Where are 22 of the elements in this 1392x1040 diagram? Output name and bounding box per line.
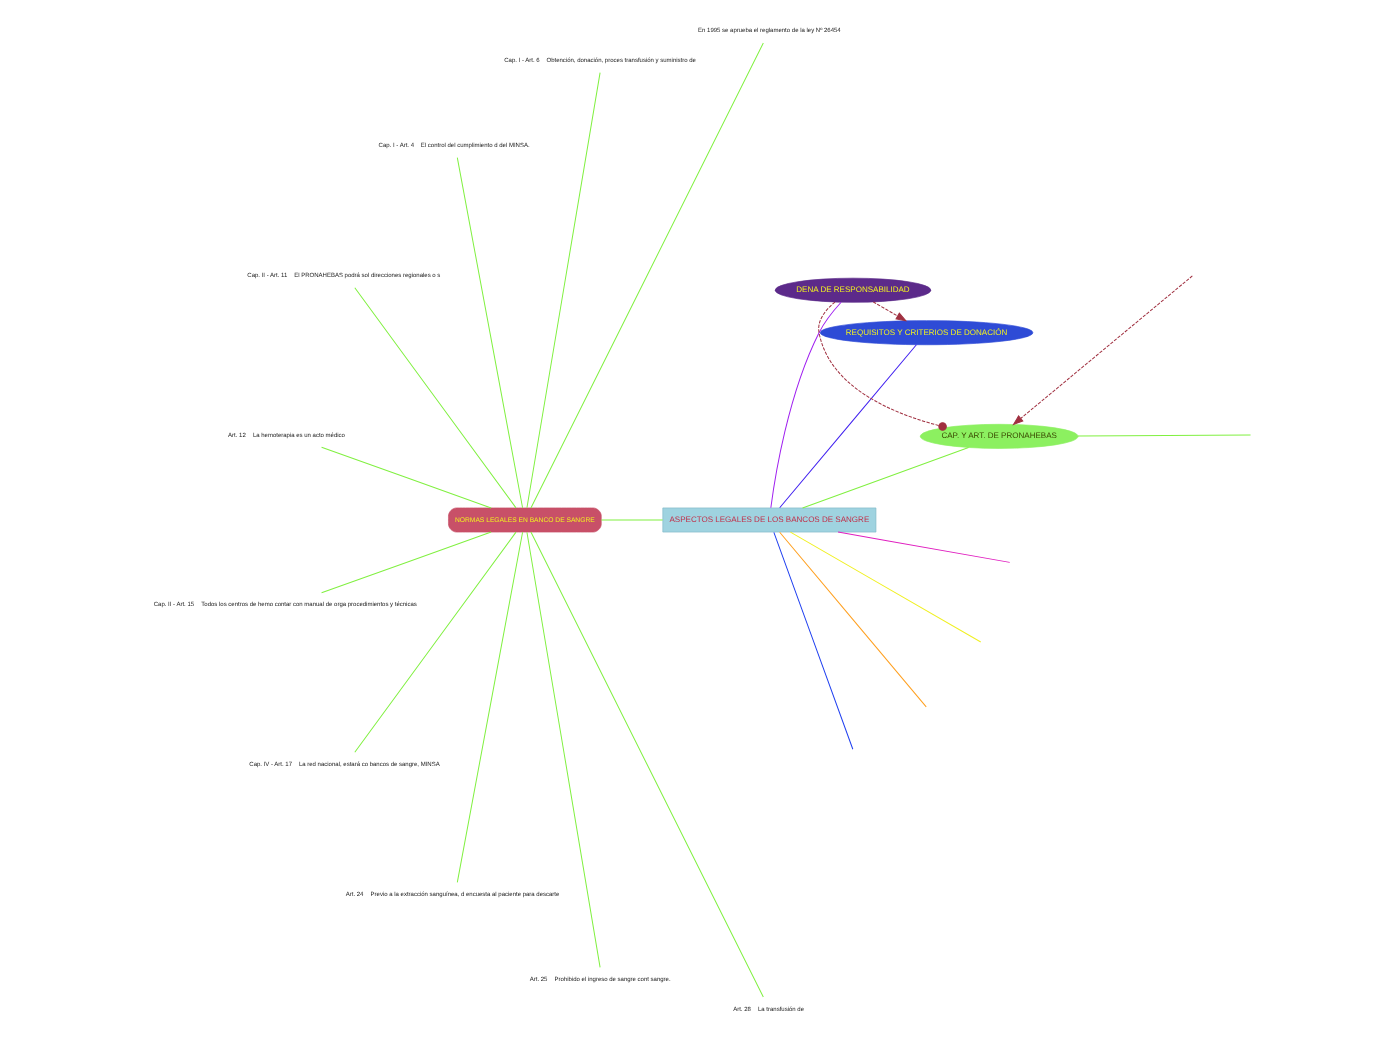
- connector: [778, 344, 916, 509]
- connector: [320, 446, 491, 509]
- connector: [353, 287, 516, 509]
- connector: [455, 157, 523, 509]
- connector: [320, 531, 491, 594]
- arrow: [871, 301, 907, 322]
- arrow: [1011, 275, 1192, 426]
- connector: [353, 531, 516, 753]
- connector: [817, 301, 946, 431]
- connector: [801, 447, 969, 509]
- connector: [455, 531, 523, 883]
- connector: [788, 531, 981, 643]
- connector: [529, 42, 763, 509]
- connector: [769, 301, 841, 509]
- connector: [525, 531, 600, 968]
- connector: [525, 72, 600, 509]
- connector: [778, 531, 926, 708]
- connector: [836, 531, 1010, 563]
- connector: [599, 519, 663, 521]
- connector: [772, 531, 853, 750]
- connector: [529, 531, 763, 998]
- connector: [1076, 434, 1251, 437]
